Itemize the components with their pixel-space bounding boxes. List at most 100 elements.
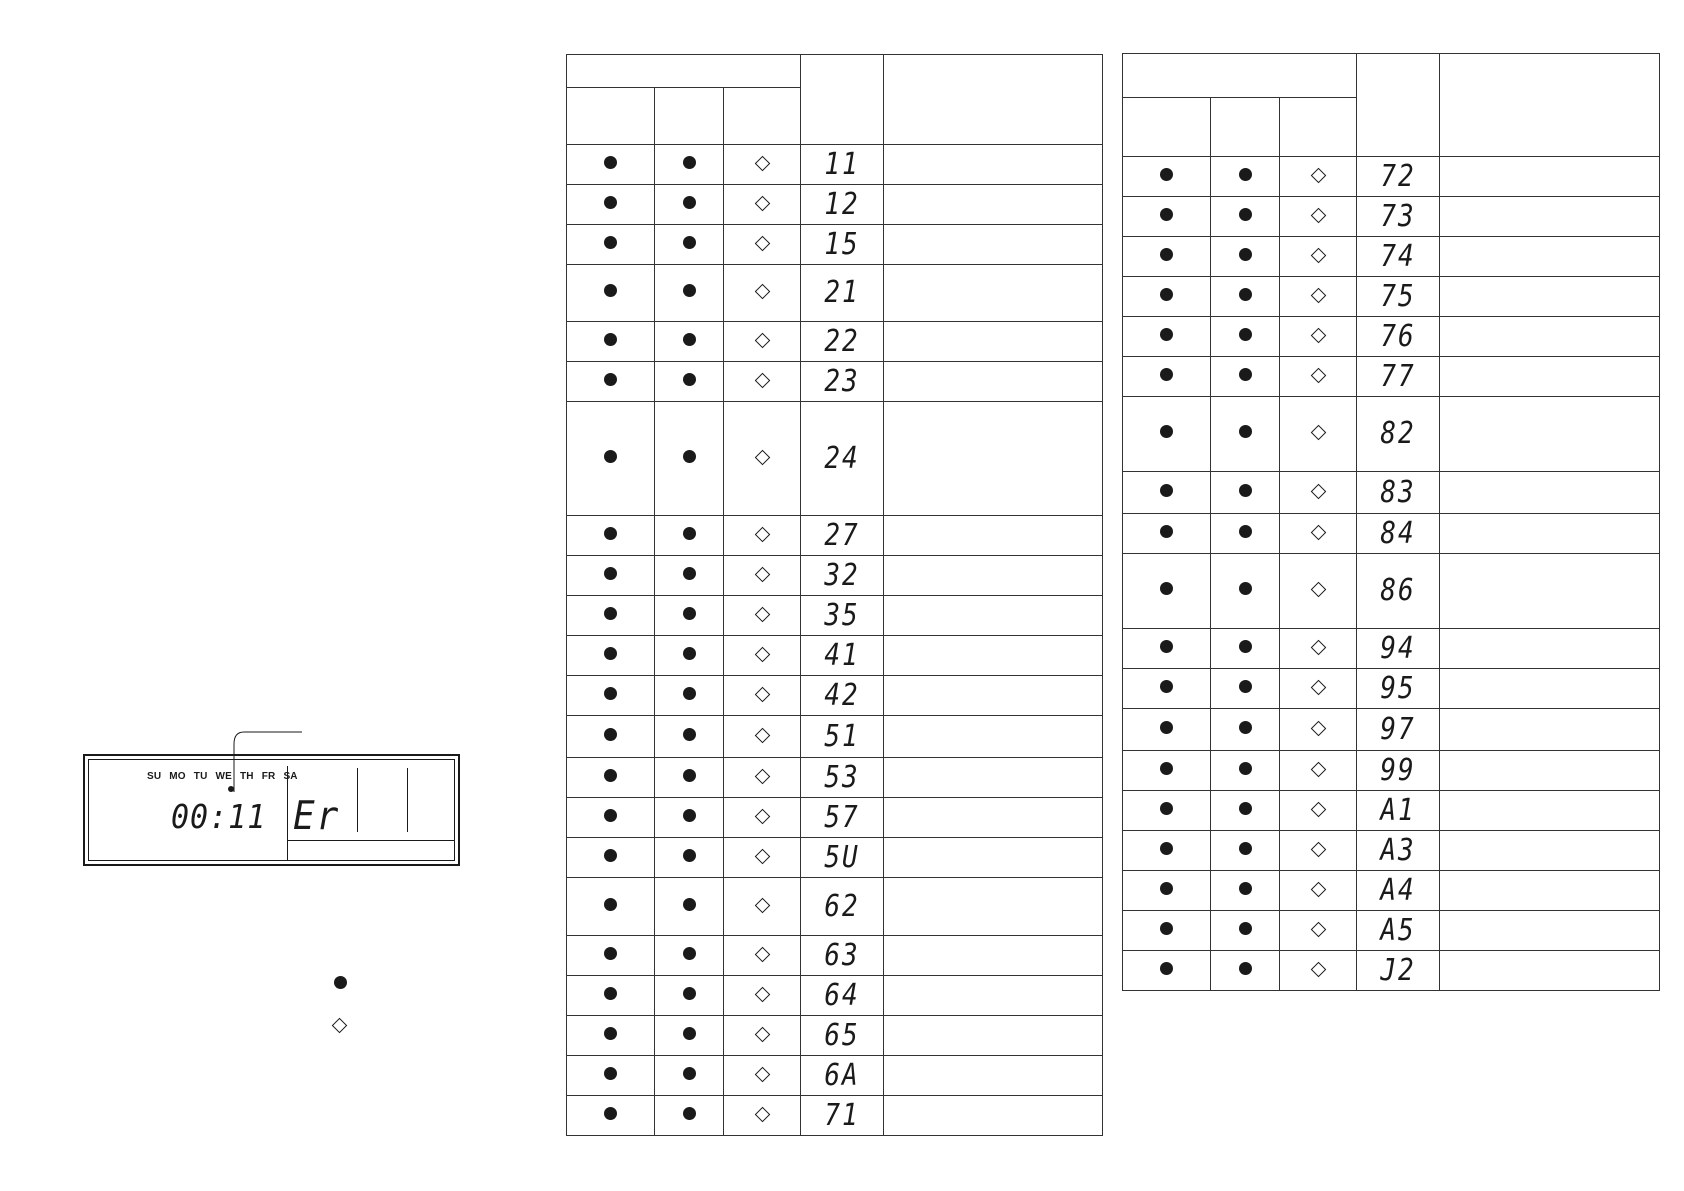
table-row: 32 bbox=[566, 555, 1104, 596]
symbol-cell bbox=[1210, 396, 1280, 472]
symbol-cell bbox=[566, 361, 655, 402]
filled-dot-icon bbox=[604, 1066, 617, 1080]
header-code-cell bbox=[800, 54, 885, 145]
code-cell: 24 bbox=[800, 401, 885, 516]
symbol-cell bbox=[1278, 316, 1358, 357]
symbol-cell bbox=[722, 321, 802, 362]
symbol-cell bbox=[722, 975, 802, 1016]
filled-dot-icon bbox=[682, 1106, 696, 1120]
symbol-cell bbox=[654, 935, 724, 976]
error-code: 94 bbox=[1380, 631, 1416, 666]
code-cell: 22 bbox=[800, 321, 885, 362]
diamond-outline-icon bbox=[754, 332, 770, 348]
description-cell bbox=[1439, 396, 1661, 472]
code-cell: A3 bbox=[1356, 830, 1441, 871]
symbol-cell bbox=[1122, 830, 1211, 871]
description-cell bbox=[1439, 950, 1661, 991]
symbol-cell bbox=[1122, 708, 1211, 751]
description-cell bbox=[1439, 156, 1661, 197]
error-code: 42 bbox=[824, 678, 860, 713]
description-cell bbox=[883, 797, 1104, 838]
symbol-cell bbox=[566, 1095, 655, 1136]
day-indicator-dot bbox=[228, 786, 234, 792]
filled-dot-icon bbox=[682, 332, 696, 346]
error-code: 77 bbox=[1380, 359, 1416, 394]
symbol-cell bbox=[722, 797, 802, 838]
table-row: 65 bbox=[566, 1015, 1104, 1056]
code-cell: 35 bbox=[800, 595, 885, 636]
symbol-cell bbox=[722, 1055, 802, 1096]
weekday-th: TH bbox=[240, 771, 254, 782]
symbol-cell bbox=[1210, 316, 1280, 357]
description-cell bbox=[883, 144, 1104, 185]
symbol-cell bbox=[1210, 750, 1280, 791]
code-cell: 75 bbox=[1356, 276, 1441, 317]
symbol-cell bbox=[1210, 196, 1280, 237]
symbol-cell bbox=[566, 1055, 655, 1096]
symbol-cell bbox=[1278, 196, 1358, 237]
symbol-cell bbox=[1210, 790, 1280, 831]
table-row: 75 bbox=[1122, 276, 1661, 317]
code-cell: A5 bbox=[1356, 910, 1441, 951]
error-code: 27 bbox=[824, 518, 860, 553]
symbol-cell bbox=[654, 1095, 724, 1136]
code-cell: 73 bbox=[1356, 196, 1441, 237]
diamond-outline-icon bbox=[1310, 167, 1326, 183]
error-code: 72 bbox=[1380, 159, 1416, 194]
weekday-fr: FR bbox=[261, 771, 276, 782]
error-code: 12 bbox=[824, 187, 860, 222]
lcd-time-readout: 00:11 bbox=[171, 798, 267, 837]
symbol-cell bbox=[1210, 910, 1280, 951]
filled-dot-icon bbox=[604, 155, 617, 169]
error-code: 11 bbox=[824, 147, 860, 182]
symbol-cell bbox=[1278, 910, 1358, 951]
table-row: 72 bbox=[1122, 156, 1661, 197]
diamond-outline-icon bbox=[754, 606, 770, 622]
diamond-outline-icon bbox=[754, 372, 770, 388]
symbol-cell bbox=[654, 264, 724, 322]
code-cell: 53 bbox=[800, 757, 885, 798]
lcd-divider-vertical bbox=[287, 766, 288, 860]
symbol-cell bbox=[566, 837, 655, 878]
code-cell: 27 bbox=[800, 515, 885, 556]
error-code: 15 bbox=[824, 227, 860, 262]
diamond-outline-icon bbox=[1310, 287, 1326, 303]
code-cell: 5U bbox=[800, 837, 885, 878]
description-cell bbox=[883, 321, 1104, 362]
symbol-cell bbox=[654, 635, 724, 676]
code-cell: 15 bbox=[800, 224, 885, 265]
symbol-cell bbox=[654, 144, 724, 185]
table-row: 64 bbox=[566, 975, 1104, 1016]
filled-dot-icon bbox=[1238, 425, 1252, 438]
symbol-cell bbox=[722, 401, 802, 516]
diamond-outline-icon bbox=[754, 283, 770, 300]
table-row: 51 bbox=[566, 715, 1104, 758]
symbol-cell bbox=[1122, 950, 1211, 991]
filled-dot-icon bbox=[682, 848, 696, 862]
filled-dot-icon bbox=[1160, 524, 1173, 538]
error-code: 71 bbox=[824, 1098, 860, 1133]
filled-dot-icon bbox=[1238, 287, 1252, 301]
code-cell: 62 bbox=[800, 877, 885, 936]
filled-dot-icon bbox=[682, 235, 696, 249]
filled-dot-icon bbox=[604, 1106, 617, 1120]
filled-dot-icon bbox=[1238, 841, 1252, 855]
table-row: 94 bbox=[1122, 628, 1661, 669]
symbol-cell bbox=[722, 264, 802, 322]
filled-dot-icon bbox=[1160, 841, 1173, 855]
symbol-cell bbox=[1210, 668, 1280, 709]
diamond-outline-icon bbox=[754, 566, 770, 582]
filled-dot-icon bbox=[1238, 367, 1252, 381]
symbol-cell bbox=[722, 555, 802, 596]
header-sub-cell-3 bbox=[1278, 97, 1358, 157]
diamond-outline-icon bbox=[754, 897, 770, 913]
diamond-outline-icon bbox=[1310, 483, 1326, 499]
error-code: A5 bbox=[1380, 913, 1416, 948]
symbol-cell bbox=[566, 224, 655, 265]
filled-dot-icon bbox=[604, 646, 617, 660]
filled-dot-icon bbox=[604, 566, 617, 580]
legend-diamond-outline-icon bbox=[331, 1017, 348, 1034]
description-cell bbox=[1439, 910, 1661, 951]
